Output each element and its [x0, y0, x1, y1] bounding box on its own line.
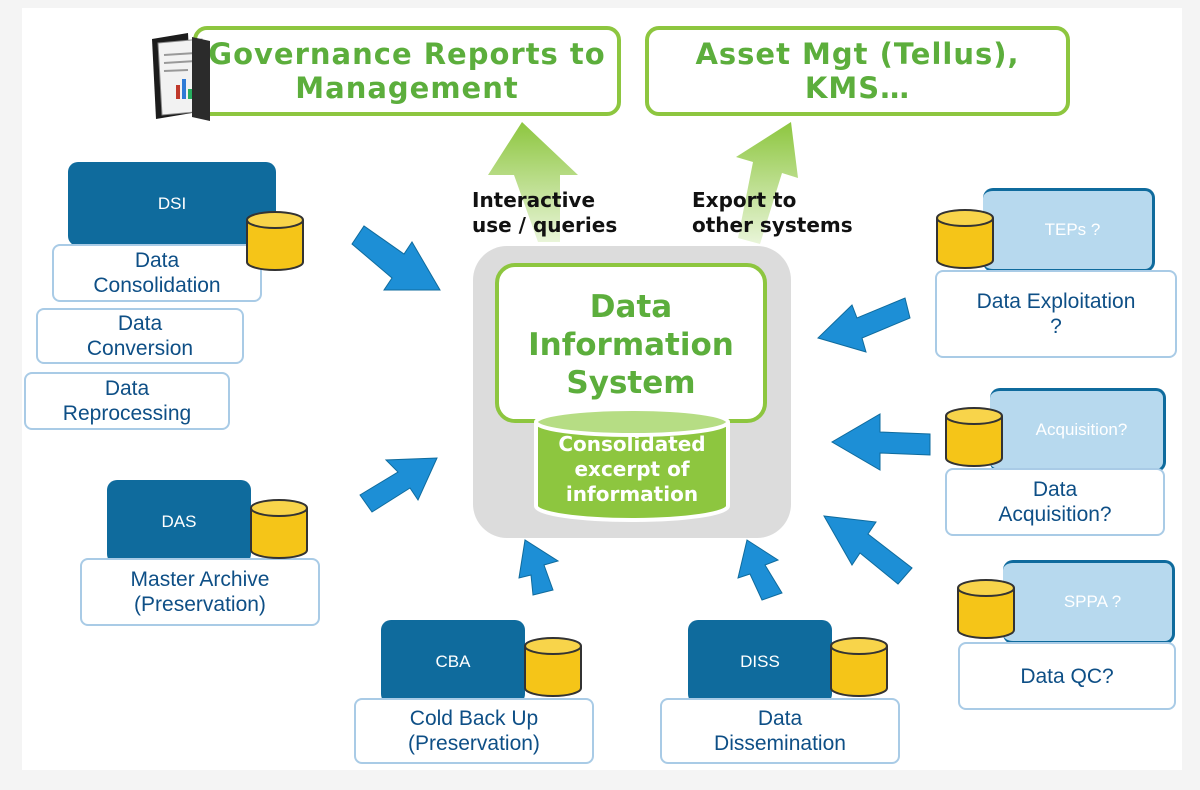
diss-tab-label: DISS — [740, 652, 780, 671]
data-dissemination-label: Data Dissemination — [714, 707, 846, 755]
data-consolidation-label: Data Consolidation — [93, 249, 221, 297]
teps-arrow — [817, 297, 911, 353]
interactive-flow-label: Interactive use / queries — [472, 188, 618, 237]
teps-tab-label: TEPs ? — [1044, 220, 1101, 239]
report-folder-icon — [152, 33, 210, 121]
dsi-database-icon — [246, 211, 304, 271]
teps-tab: TEPs ? — [983, 188, 1155, 272]
data-conversion-label: Data Conversion — [86, 312, 194, 360]
cba-tab: CBA — [381, 620, 525, 704]
governance-reports-label: Governance Reports to Management — [208, 37, 606, 105]
dsi-arrow — [351, 225, 441, 291]
das-database-icon — [250, 499, 308, 559]
cba-tab-label: CBA — [435, 652, 471, 671]
data-acquisition-box: Data Acquisition? — [945, 468, 1165, 536]
teps-database-icon — [936, 209, 994, 269]
data-information-system-title: Data Information System — [528, 289, 734, 401]
data-dissemination-box: Data Dissemination — [660, 698, 900, 764]
cba-database-icon — [524, 637, 582, 697]
diss-arrow — [737, 539, 783, 601]
das-arrow — [359, 457, 438, 513]
data-consolidation-box: Data Consolidation — [52, 244, 262, 302]
sppa-database-icon — [957, 579, 1015, 639]
diss-tab: DISS — [688, 620, 832, 704]
das-tab-label: DAS — [161, 512, 197, 531]
acquisition-arrow — [831, 413, 931, 471]
data-qc-box: Data QC? — [958, 642, 1176, 710]
cba-arrow — [518, 539, 560, 596]
acquisition-tab-label: Acquisition? — [1035, 420, 1128, 439]
data-exploitation-label: Data Exploitation ? — [976, 290, 1136, 338]
data-conversion-box: Data Conversion — [36, 308, 244, 364]
export-up-arrow — [736, 122, 798, 244]
asset-mgt-box: Asset Mgt (Tellus), KMS… — [645, 26, 1070, 116]
diss-database-icon — [830, 637, 888, 697]
governance-reports-box: Governance Reports to Management — [193, 26, 621, 116]
sppa-arrow — [823, 515, 913, 585]
asset-mgt-label: Asset Mgt (Tellus), KMS… — [695, 37, 1020, 105]
cold-backup-label: Cold Back Up (Preservation) — [408, 707, 540, 755]
sppa-tab: SPPA ? — [1003, 560, 1175, 644]
export-flow-label: Export to other systems — [692, 188, 853, 237]
consolidated-database-icon — [534, 407, 730, 522]
data-qc-label: Data QC? — [1020, 664, 1114, 688]
data-reprocessing-label: Data Reprocessing — [62, 377, 192, 425]
cold-backup-box: Cold Back Up (Preservation) — [354, 698, 594, 764]
data-reprocessing-box: Data Reprocessing — [24, 372, 230, 430]
master-archive-label: Master Archive (Preservation) — [130, 568, 270, 616]
data-acquisition-label: Data Acquisition? — [998, 478, 1112, 526]
consolidated-excerpt-label: Consolidated excerpt of information — [558, 432, 706, 506]
data-information-system-frame — [495, 263, 767, 423]
dsi-tab-label: DSI — [157, 194, 187, 213]
sppa-tab-label: SPPA ? — [1063, 592, 1122, 611]
das-tab: DAS — [107, 480, 251, 564]
master-archive-box: Master Archive (Preservation) — [80, 558, 320, 626]
interactive-up-arrow — [488, 122, 578, 242]
dsi-tab: DSI — [68, 162, 276, 246]
acquisition-database-icon — [945, 407, 1003, 467]
data-exploitation-box: Data Exploitation ? — [935, 270, 1177, 358]
acquisition-tab: Acquisition? — [990, 388, 1166, 472]
